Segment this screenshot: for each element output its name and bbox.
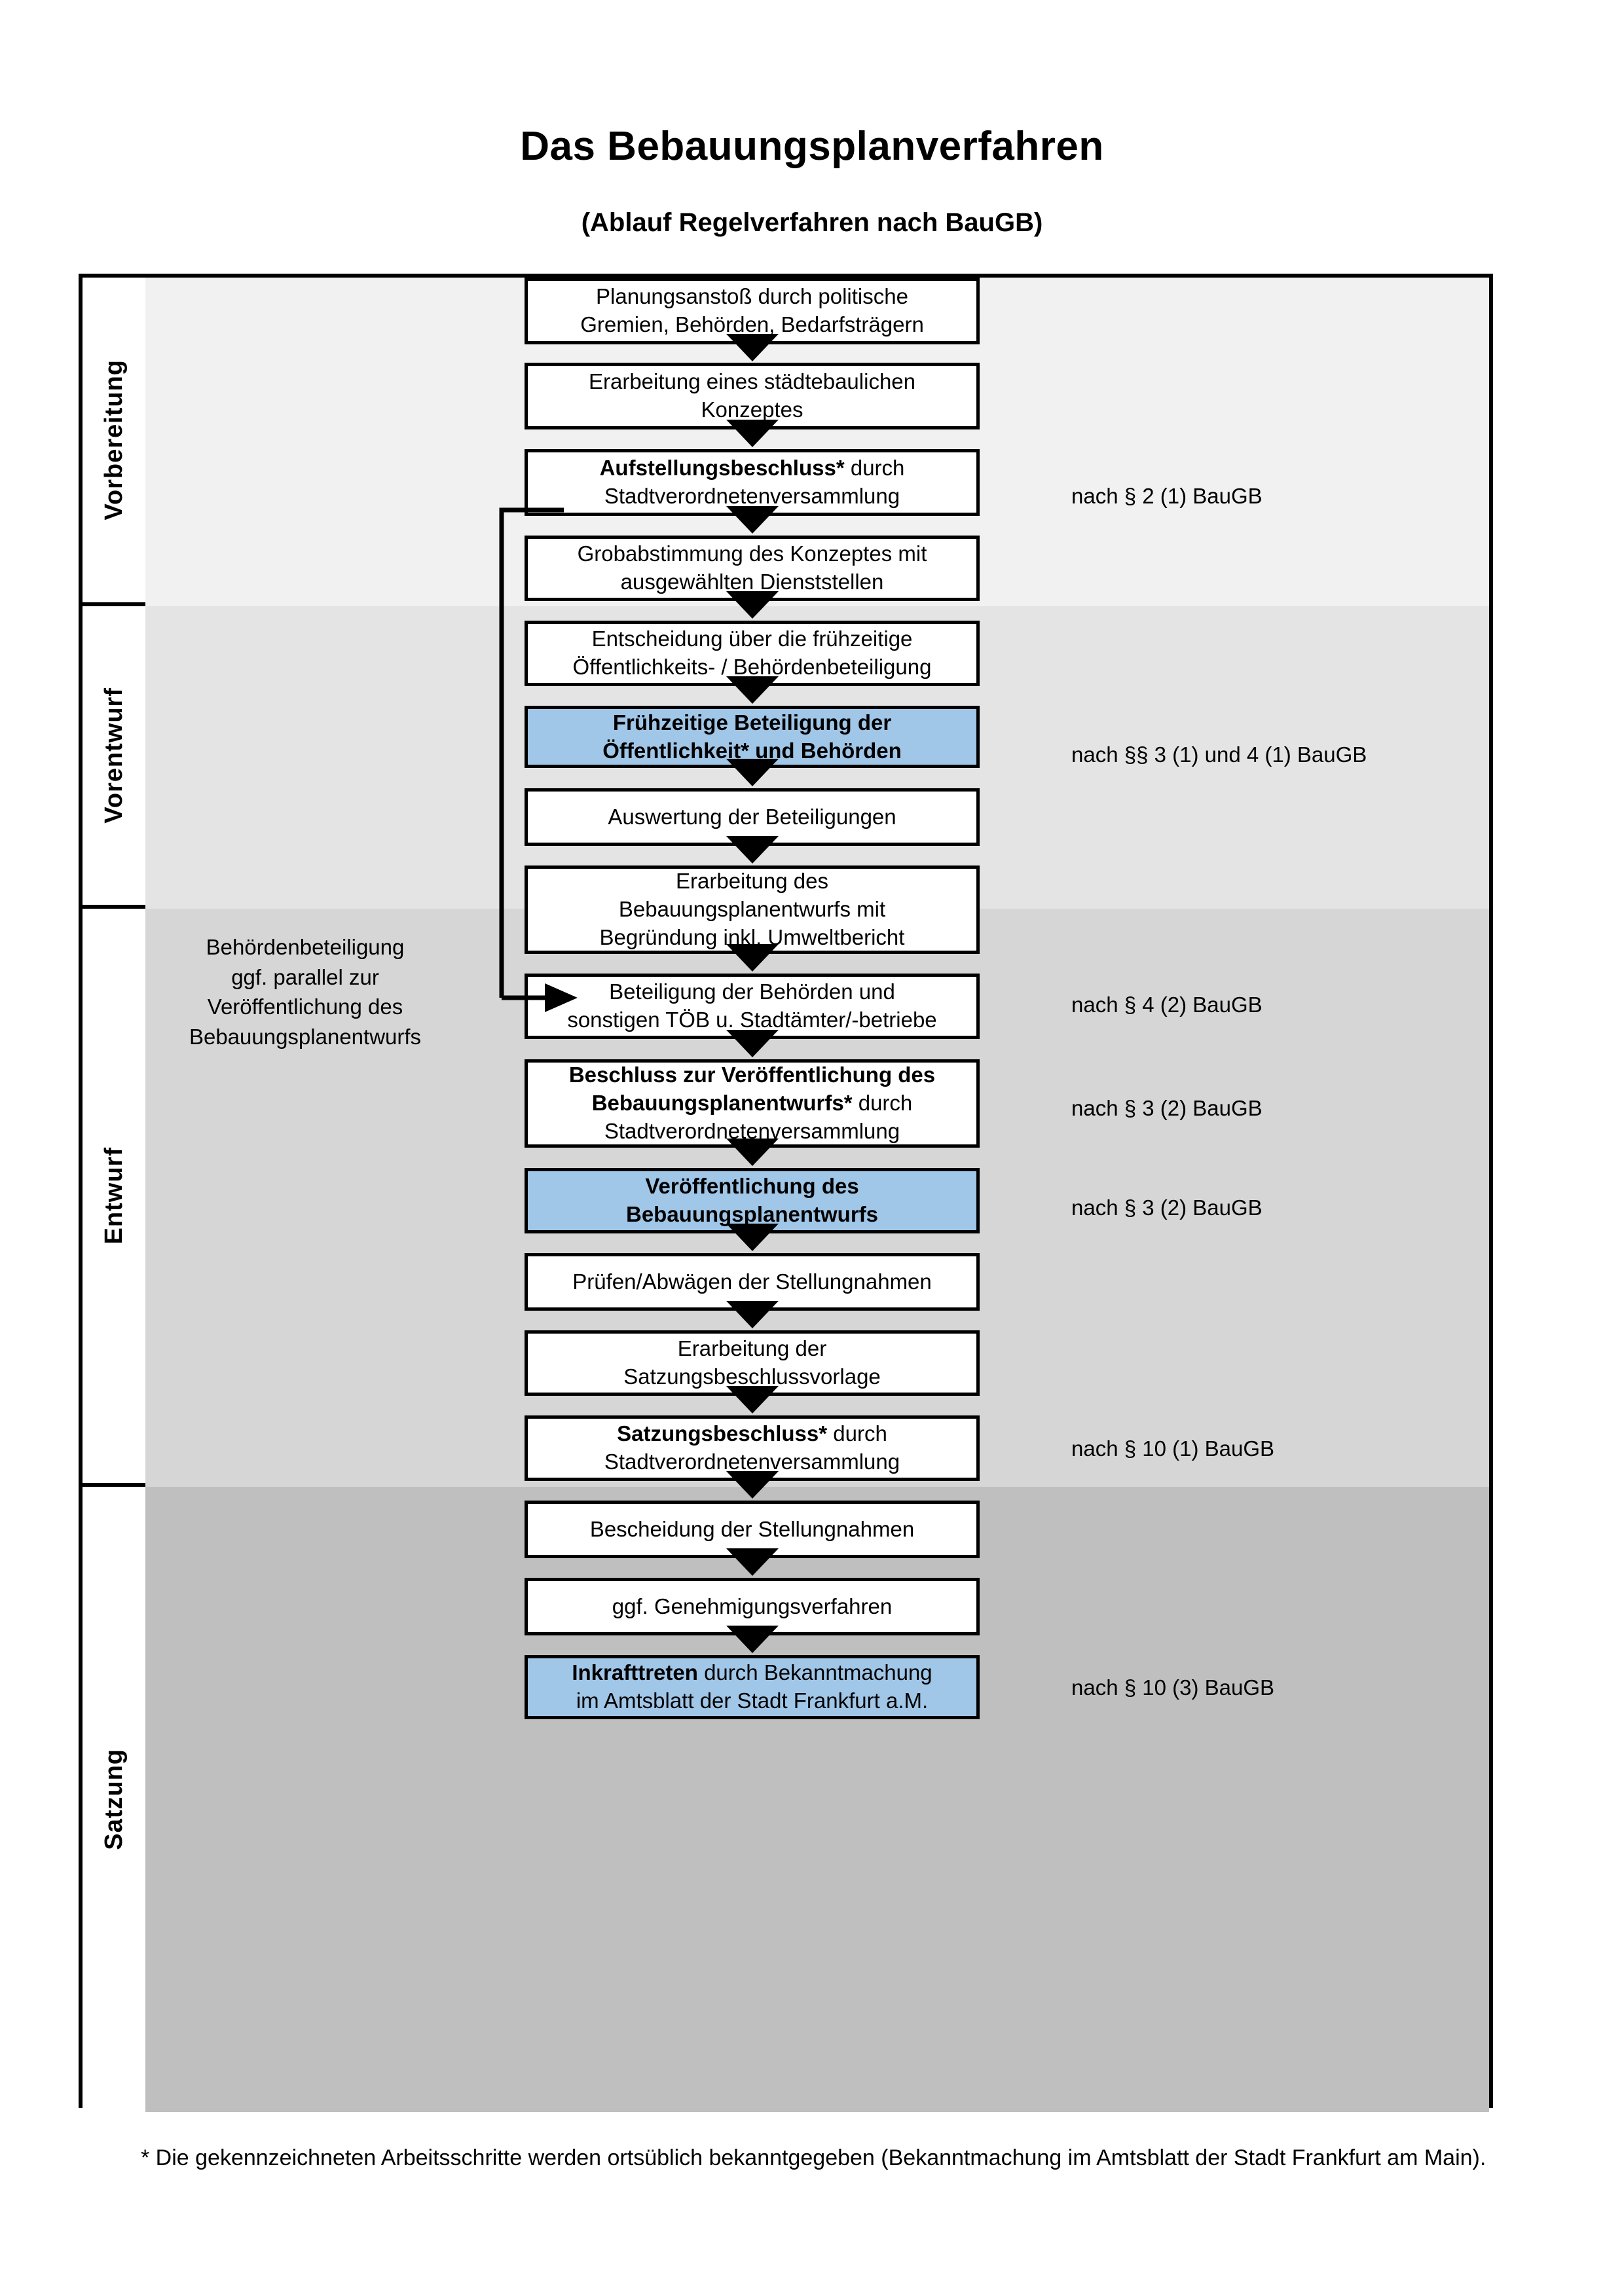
node-line: Öffentlichkeits- / Behördenbeteiligung <box>572 655 932 679</box>
node-line: Gremien, Behörden, Bedarfsträgern <box>580 312 924 337</box>
legal-ref-ref-par2-1: nach § 2 (1) BauGB <box>1071 484 1263 508</box>
node-line: Erarbeitung eines städtebaulichen <box>588 369 915 394</box>
flow-arrow-entscheidung-fruehzeitige-to-fruehzeitige-beteiligung <box>726 676 779 704</box>
phase-label-vorentwurf: Vorentwurf <box>83 606 145 909</box>
flow-arrow-satzungsbeschluss-to-bescheidung-stellungnahmen <box>726 1471 779 1499</box>
legal-ref-ref-par10-1: nach § 10 (1) BauGB <box>1071 1436 1275 1461</box>
flow-node-inkrafttreten[interactable]: Inkrafttreten durch Bekanntmachung im Amt… <box>525 1655 980 1719</box>
node-line: Auswertung der Beteiligungen <box>608 804 896 829</box>
phase-label-entwurf: Entwurf <box>83 909 145 1487</box>
side-note-line: Veröffentlichung des <box>207 994 403 1019</box>
phase-label-satzung: Satzung <box>83 1487 145 2112</box>
page-title: Das Bebauungsplanverfahren <box>520 124 1104 169</box>
node-line: Bebauungsplanentwurfs* durch <box>591 1091 913 1116</box>
flow-arrow-grobabstimmung-to-entscheidung-fruehzeitige <box>726 591 779 619</box>
flow-node-auswertung-beteiligungen[interactable]: Auswertung der Beteiligungen <box>525 788 980 846</box>
node-text: Grobabstimmung des Konzeptes mit ausgewäh… <box>578 540 927 596</box>
node-line: Entscheidung über die frühzeitige <box>591 627 913 651</box>
node-line: Inkrafttreten durch Bekanntmachung <box>572 1660 932 1685</box>
flow-node-beteiligung-behoerden-toeb[interactable]: Beteiligung der Behörden und sonstigen TÖ… <box>525 974 980 1039</box>
flow-arrow-staedtebauliches-konzept-to-aufstellungsbeschluss <box>726 420 779 447</box>
node-line: Satzungsbeschluss* durch <box>617 1421 887 1446</box>
node-line: Bebauungsplanentwurfs mit <box>618 897 886 922</box>
side-note-line: Bebauungsplanentwurfs <box>189 1024 422 1049</box>
node-line: Frühzeitige Beteiligung der <box>612 710 892 735</box>
flow-arrow-fruehzeitige-beteiligung-to-auswertung-beteiligungen <box>726 758 779 786</box>
node-line: Satzungsbeschlussvorlage <box>623 1364 881 1389</box>
node-text: Inkrafttreten durch Bekanntmachung im Amt… <box>572 1659 932 1715</box>
footnote: * Die gekennzeichneten Arbeitsschritte w… <box>141 2145 1486 2170</box>
behoerdenbeteiligung-loop-connector <box>499 507 578 1012</box>
node-line: Prüfen/Abwägen der Stellungnahmen <box>572 1269 932 1294</box>
legal-ref-ref-par3-2-b: nach § 3 (2) BauGB <box>1071 1195 1263 1220</box>
flow-node-pruefen-abwaegen[interactable]: Prüfen/Abwägen der Stellungnahmen <box>525 1253 980 1311</box>
node-line: ausgewählten Dienststellen <box>620 570 884 594</box>
legal-ref-ref-par3-1-4-1: nach §§ 3 (1) und 4 (1) BauGB <box>1071 742 1367 767</box>
node-line: Stadtverordnetenversammlung <box>604 484 900 508</box>
node-text: Prüfen/Abwägen der Stellungnahmen <box>572 1268 932 1296</box>
side-note-line: ggf. parallel zur <box>231 964 379 989</box>
node-line: sonstigen TÖB u. Stadtämter/-betriebe <box>567 1008 937 1032</box>
node-line: Bescheidung der Stellungnahmen <box>589 1516 915 1541</box>
page-subtitle: (Ablauf Regelverfahren nach BauGB) <box>581 208 1043 237</box>
node-line: Beschluss zur Veröffentlichung des <box>568 1063 936 1087</box>
legal-ref-ref-par3-2-a: nach § 3 (2) BauGB <box>1071 1096 1263 1120</box>
flow-arrow-pruefen-abwaegen-to-erarbeitung-satzungsbeschlussvorlage <box>726 1301 779 1328</box>
node-line: Stadtverordnetenversammlung <box>604 1449 900 1474</box>
node-text: ggf. Genehmigungsverfahren <box>612 1593 892 1621</box>
node-line: Bebauungsplanentwurfs <box>625 1202 879 1226</box>
flow-arrow-genehmigungsverfahren-to-inkrafttreten <box>726 1626 779 1653</box>
flow-arrow-erarbeitung-bplanentwurf-to-beteiligung-behoerden-toeb <box>726 944 779 972</box>
node-line: Planungsanstoß durch politische <box>596 284 908 309</box>
node-line: Konzeptes <box>701 397 803 422</box>
node-line: im Amtsblatt der Stadt Frankfurt a.M. <box>576 1688 929 1713</box>
flow-arrow-bescheidung-stellungnahmen-to-genehmigungsverfahren <box>726 1548 779 1576</box>
node-line: Erarbeitung der <box>677 1336 827 1361</box>
node-line: Beteiligung der Behörden und <box>609 979 895 1004</box>
node-line: Aufstellungsbeschluss* durch <box>599 456 905 481</box>
legal-ref-ref-par4-2: nach § 4 (2) BauGB <box>1071 993 1263 1017</box>
flow-arrow-beteiligung-behoerden-toeb-to-beschluss-veroeffentlichung <box>726 1029 779 1057</box>
node-line: Erarbeitung des <box>676 869 828 894</box>
flow-arrow-planungsanstoss-to-staedtebauliches-konzept <box>726 334 779 361</box>
side-note-line: Behördenbeteiligung <box>206 935 405 959</box>
node-line: Veröffentlichung des <box>645 1174 859 1199</box>
node-text: Auswertung der Beteiligungen <box>608 803 896 831</box>
flow-arrow-veroeffentlichung-bplanentwurf-to-pruefen-abwaegen <box>726 1224 779 1251</box>
flow-arrow-auswertung-beteiligungen-to-erarbeitung-bplanentwurf <box>726 836 779 864</box>
node-text: Bescheidung der Stellungnahmen <box>590 1516 914 1544</box>
node-line: Grobabstimmung des Konzeptes mit <box>577 541 927 566</box>
node-line: Öffentlichkeit* und Behörden <box>602 738 902 763</box>
node-text: Beteiligung der Behörden und sonstigen TÖ… <box>567 978 936 1034</box>
node-line: ggf. Genehmigungsverfahren <box>612 1594 893 1618</box>
legal-ref-ref-par10-3: nach § 10 (3) BauGB <box>1071 1675 1275 1700</box>
flow-arrow-aufstellungsbeschluss-to-grobabstimmung <box>726 506 779 534</box>
flow-arrow-erarbeitung-satzungsbeschlussvorlage-to-satzungsbeschluss <box>726 1386 779 1413</box>
flow-node-grobabstimmung[interactable]: Grobabstimmung des Konzeptes mit ausgewäh… <box>525 536 980 601</box>
flow-arrow-beschluss-veroeffentlichung-to-veroeffentlichung-bplanentwurf <box>726 1138 779 1166</box>
phase-label-vorbereitung: Vorbereitung <box>83 278 145 606</box>
